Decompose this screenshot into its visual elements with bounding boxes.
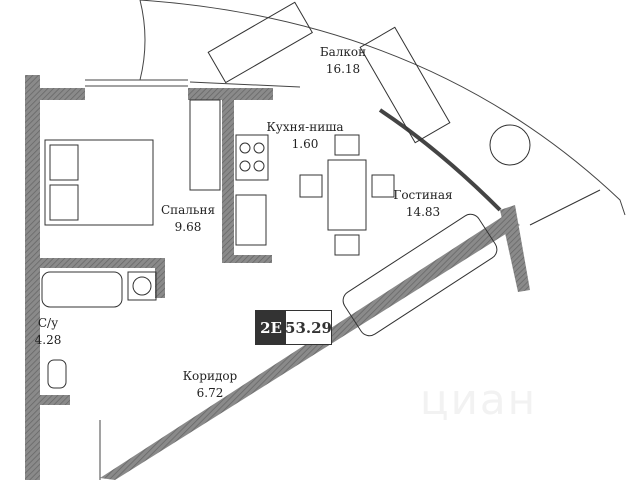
sofa-icon bbox=[342, 213, 498, 337]
room-area: 16.18 bbox=[325, 62, 361, 76]
wardrobe-icon bbox=[189, 99, 221, 191]
lounger-icon bbox=[207, 1, 451, 144]
room-area: 14.83 bbox=[405, 205, 441, 219]
apartment-badge: 2Е 53.29 bbox=[255, 310, 332, 345]
room-area: 6.72 bbox=[196, 386, 224, 400]
room-name: Балкон bbox=[319, 45, 367, 59]
total-area: 53.29 bbox=[285, 311, 332, 344]
room-label-bathroom: С/у 4.28 bbox=[35, 315, 62, 349]
stove-icon bbox=[235, 134, 269, 181]
room-area: 4.28 bbox=[34, 333, 62, 347]
round-table-icon bbox=[489, 124, 531, 166]
room-label-living-room: Гостиная 14.83 bbox=[393, 187, 452, 221]
room-area: 1.60 bbox=[291, 137, 319, 151]
room-area: 9.68 bbox=[174, 220, 202, 234]
walls bbox=[25, 75, 530, 480]
washer-icon bbox=[127, 271, 157, 301]
sink-icon bbox=[235, 194, 267, 246]
room-name: Спальня bbox=[160, 203, 216, 217]
bathtub-icon bbox=[41, 271, 123, 308]
room-label-balcony: Балкон 16.18 bbox=[320, 44, 366, 78]
dining-table-icon bbox=[299, 134, 395, 256]
room-label-bedroom: Спальня 9.68 bbox=[161, 202, 215, 236]
room-label-corridor: Коридор 6.72 bbox=[183, 368, 238, 402]
room-name: Гостиная bbox=[393, 188, 453, 202]
room-name: Коридор bbox=[182, 369, 238, 383]
watermark: циан bbox=[420, 375, 538, 424]
apartment-type: 2Е bbox=[256, 311, 286, 344]
room-label-kitchen-niche: Кухня-ниша 1.60 bbox=[266, 119, 343, 153]
balcony-outline bbox=[139, 0, 626, 216]
room-name: С/у bbox=[37, 316, 59, 330]
bed-icon bbox=[44, 139, 154, 226]
room-name: Кухня-ниша bbox=[266, 120, 344, 134]
toilet-icon bbox=[47, 359, 67, 389]
